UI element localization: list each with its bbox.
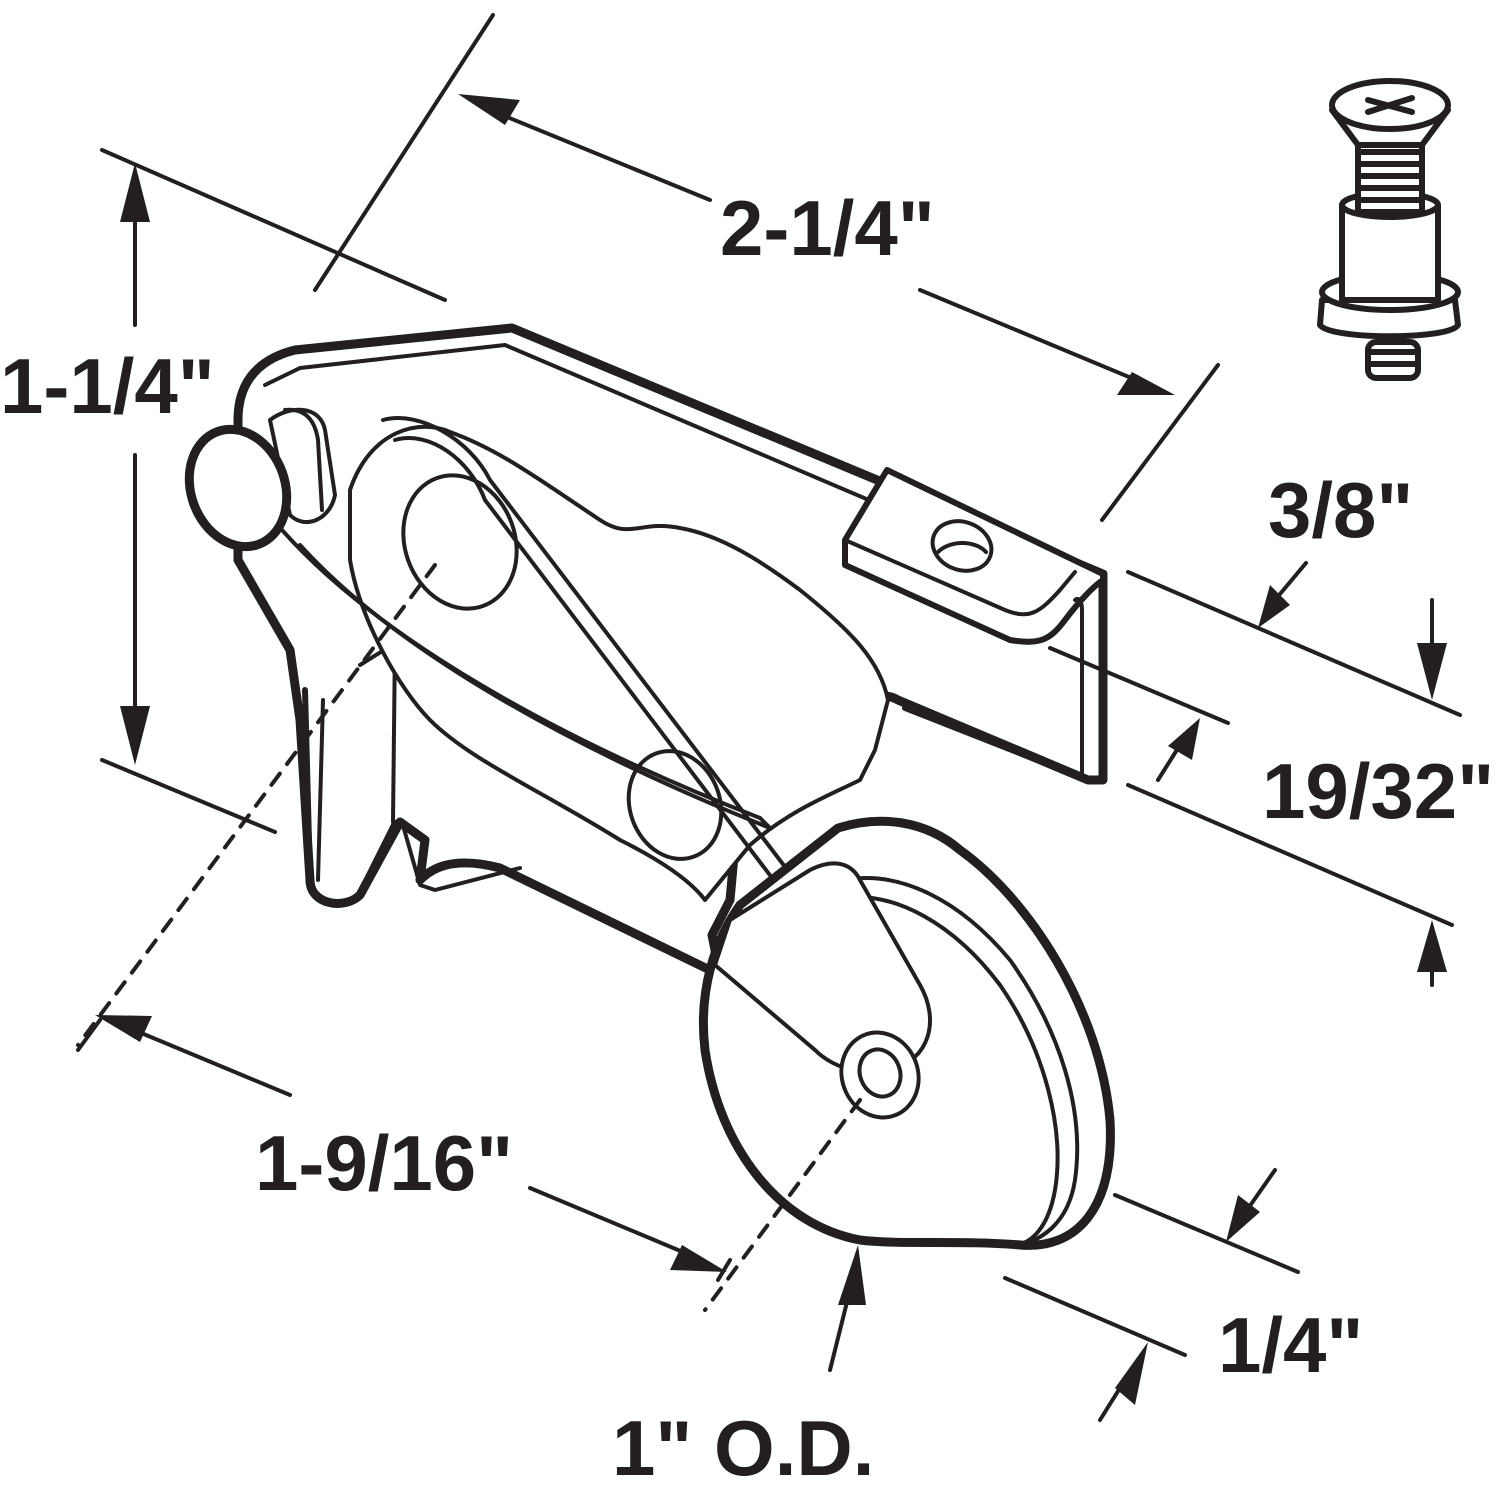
dimension-wheel-diameter: 1" O.D. [612,1245,874,1492]
dimension-bracket-width: 19/32" [1126,718,1494,987]
dimension-label-overall-height: 1-1/4" [0,342,215,430]
dimension-axle-distance: 1-9/16" [76,1015,732,1282]
dimension-label-overall-length: 2-1/4" [720,184,935,272]
pivot-pin [184,407,337,552]
dimension-overall-height: 1-1/4" [0,148,447,834]
adjusting-screw [1317,78,1461,381]
phillips-cross-icon [1365,95,1415,115]
dimension-label-wheel-width: 1/4" [1218,1301,1363,1389]
dimension-label-bracket-width: 19/32" [1262,747,1494,835]
spring [280,416,797,897]
dimension-wheel-width: 1/4" [1003,1168,1363,1422]
dimension-tab-offset: 3/8" [1048,466,1462,725]
roller-wheel [698,816,1115,1250]
dimension-label-axle-distance: 1-9/16" [255,1119,513,1207]
dimension-label-tab-offset: 3/8" [1268,466,1413,554]
axis-lines [76,563,862,1312]
dimension-label-wheel-diameter: 1" O.D. [612,1404,874,1492]
dimension-overall-length: 2-1/4" [313,13,1220,522]
